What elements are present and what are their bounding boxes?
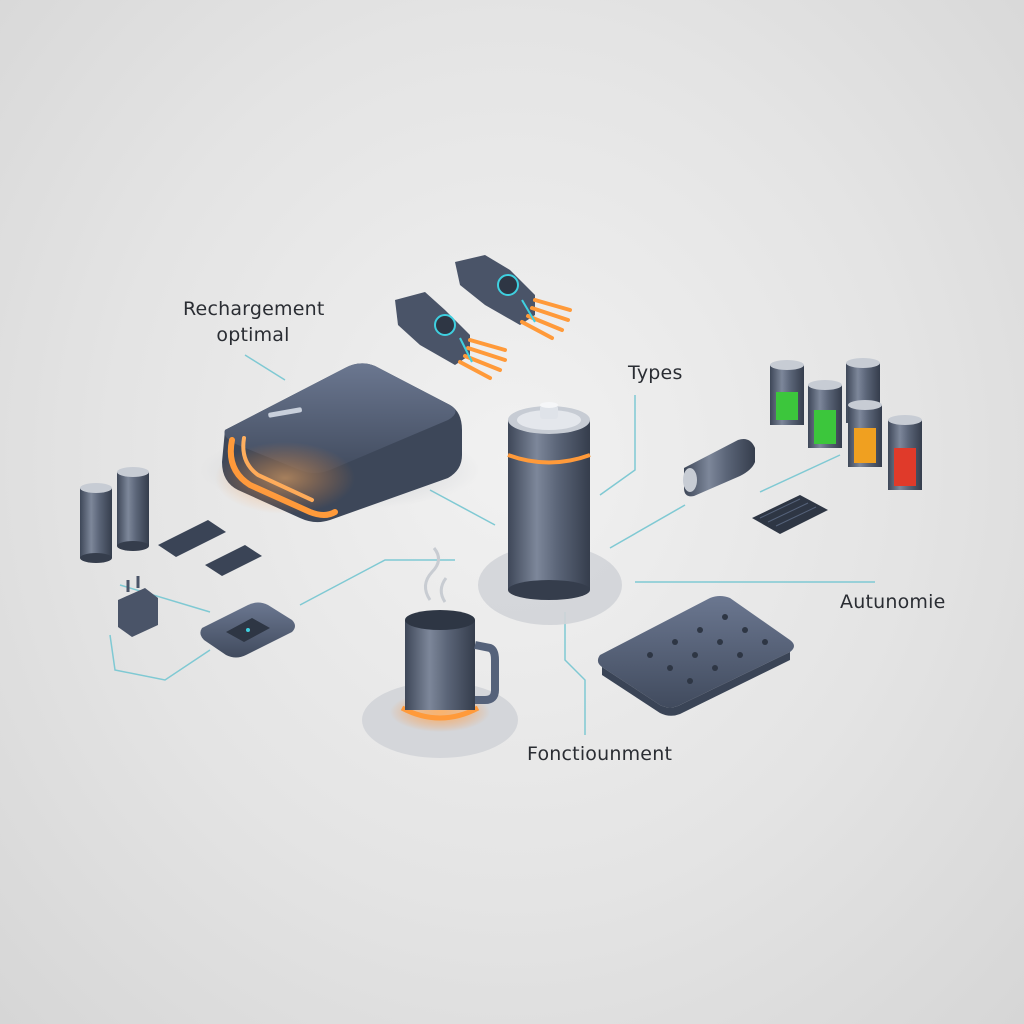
- pad-dots: [647, 614, 768, 684]
- label-rechargement-optimal: Rechargement optimal: [183, 296, 325, 348]
- connector-battery-grid: [759, 454, 841, 493]
- connector-fonction: [564, 612, 586, 735]
- left-aa-batteries: [80, 467, 149, 563]
- connector-lines: [109, 354, 875, 735]
- label-autonomie: Autunomie: [840, 591, 946, 613]
- heated-power-bank: [200, 363, 480, 523]
- heated-mug: [362, 547, 518, 758]
- battery-cell-1: [770, 360, 804, 425]
- phone-devices: [158, 520, 262, 576]
- connector-charger: [299, 559, 455, 606]
- battery-level-cells: [770, 358, 922, 490]
- connector-types: [599, 395, 636, 496]
- connector-recharge: [244, 354, 286, 381]
- charging-dock: [200, 602, 295, 658]
- heating-pad: [597, 596, 794, 716]
- battery-cell-2: [808, 380, 842, 448]
- label-types: Types: [628, 362, 683, 384]
- right-single-cell: [683, 439, 755, 497]
- battery-cell-4: [848, 400, 882, 467]
- solar-panel: [752, 495, 828, 534]
- connector-plug: [119, 584, 211, 613]
- label-recharge-line1: Rechargement: [183, 298, 325, 320]
- label-fonctionnement: Fonctiounment: [527, 743, 673, 765]
- central-battery: [478, 402, 622, 625]
- label-recharge-line2: optimal: [216, 324, 290, 346]
- glove-right: [455, 255, 572, 340]
- wall-plug: [118, 576, 158, 637]
- battery-cell-5: [888, 415, 922, 490]
- glove-left: [395, 292, 507, 380]
- heated-gloves: [395, 255, 572, 380]
- connector-cable: [109, 634, 211, 681]
- connector-right-cell: [609, 504, 686, 549]
